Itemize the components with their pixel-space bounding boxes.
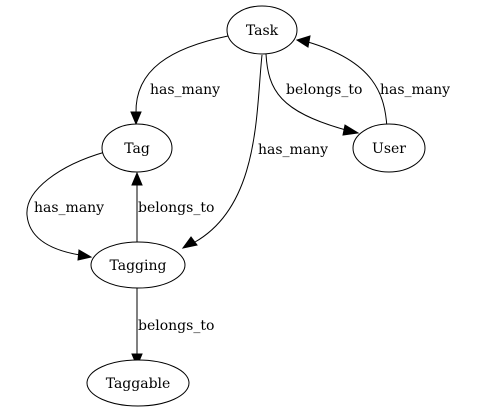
- edge-task-to-tagging-label: has_many: [258, 142, 328, 158]
- edge-user-to-task-arrow: [295, 35, 311, 48]
- edge-user-to-task: has_many: [295, 35, 450, 129]
- node-tag: Tag: [101, 123, 173, 173]
- edge-tag-to-tagging-arrow: [77, 249, 93, 261]
- node-user-label: User: [372, 141, 406, 157]
- node-tagging-label: Tagging: [110, 258, 167, 274]
- node-task-ellipse: [226, 5, 298, 55]
- edge-task-to-tagging-arrow: [181, 236, 198, 249]
- node-taggable-ellipse: [86, 359, 190, 407]
- edge-task-to-tagging-line: [194, 54, 263, 243]
- node-user-ellipse: [352, 123, 426, 173]
- node-tagging: Tagging: [90, 241, 186, 289]
- edge-task-to-user-arrow: [342, 124, 360, 136]
- edge-task-to-tag-arrow: [130, 111, 142, 126]
- node-tagging-ellipse: [90, 241, 186, 289]
- edge-tag-to-tagging: has_many: [26, 151, 106, 261]
- node-tag-ellipse: [101, 123, 173, 173]
- node-user: User: [352, 123, 426, 173]
- edge-task-to-user-line: [265, 53, 347, 131]
- edge-tagging-to-tag: belongs_to: [131, 171, 214, 246]
- edge-tagging-to-taggable-label: belongs_to: [138, 318, 214, 334]
- edge-tagging-to-tag-arrow: [131, 171, 143, 186]
- edge-tagging-to-taggable: belongs_to: [131, 287, 214, 368]
- node-tag-label: Tag: [124, 141, 150, 157]
- edge-task-to-tagging: has_many: [181, 54, 328, 249]
- edge-task-to-tag-label: has_many: [150, 82, 220, 98]
- edge-task-to-tag-line: [135, 35, 229, 114]
- edge-task-to-user-label: belongs_to: [286, 82, 362, 98]
- node-task-label: Task: [246, 23, 279, 39]
- node-taggable-label: Taggable: [106, 376, 171, 392]
- edge-tag-to-tagging-label: has_many: [34, 200, 104, 216]
- node-taggable: Taggable: [86, 359, 190, 407]
- edge-tagging-to-tag-label: belongs_to: [138, 200, 214, 216]
- edge-task-to-tag: has_many: [130, 35, 229, 126]
- edge-user-to-task-line: [307, 41, 388, 129]
- edge-tag-to-tagging-line: [26, 151, 106, 256]
- edge-user-to-task-label: has_many: [380, 82, 450, 98]
- edge-task-to-user: belongs_to: [265, 53, 362, 136]
- node-task: Task: [226, 5, 298, 55]
